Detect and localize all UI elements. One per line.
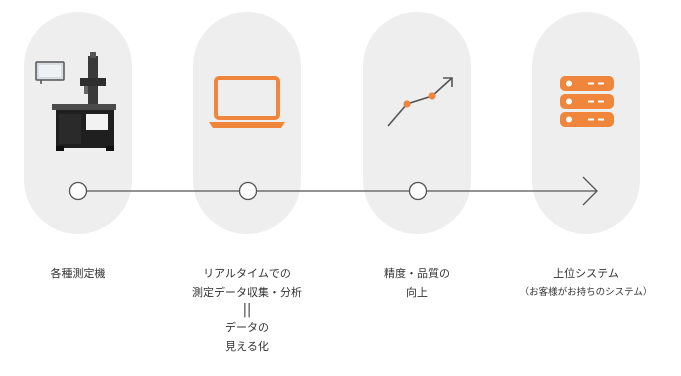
stage-1-caption: 各種測定機 (0, 264, 163, 283)
measuring-machine-icon (35, 52, 116, 151)
stage-3-caption: 精度・品質の 向上 (332, 264, 502, 302)
stage-2-sub-label-line-2: 見える化 (225, 340, 269, 353)
equivalence-mark: || (242, 302, 252, 318)
flow-node-1 (68, 181, 88, 201)
stage-3-label-line-2: 向上 (406, 286, 428, 299)
laptop-icon (209, 76, 285, 128)
flow-node-3 (408, 181, 428, 201)
stage-2-sub-label-line-1: データの (225, 321, 269, 334)
server-icon (560, 76, 614, 127)
stage-4-note: （お客様がお持ちのシステム） (519, 287, 653, 298)
stage-4-label: 上位システム (553, 267, 619, 280)
flow-arrowhead (582, 176, 598, 206)
stage-3-label-line-1: 精度・品質の (384, 267, 450, 280)
stage-1-label: 各種測定機 (50, 267, 106, 280)
trend-up-icon (387, 77, 453, 127)
stage-2-label-line-2: 測定データ収集・分析 (192, 286, 302, 299)
stage-2-label-line-1: リアルタイムでの (203, 267, 291, 280)
stage-4-caption: 上位システム （お客様がお持ちのシステム） (501, 264, 671, 302)
stage-2-caption: リアルタイムでの 測定データ収集・分析 || データの 見える化 (162, 264, 332, 356)
flow-node-2 (238, 181, 258, 201)
